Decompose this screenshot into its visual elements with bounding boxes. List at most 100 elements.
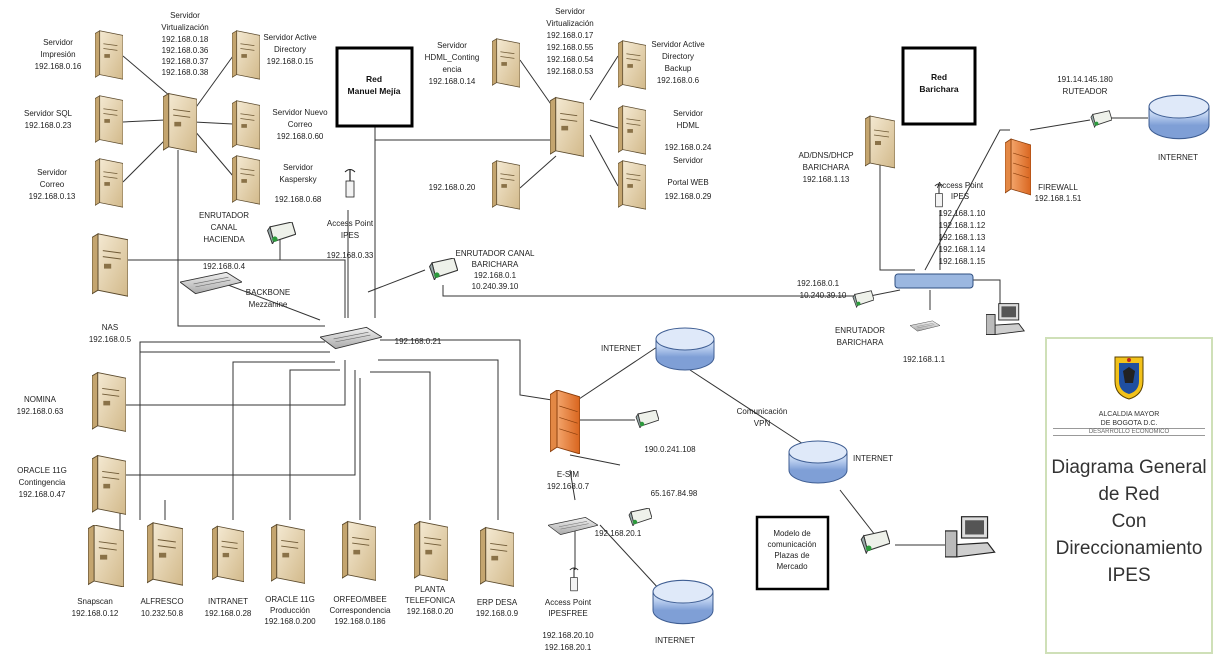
svg-text:Modelo de: Modelo de [773,529,811,538]
svg-text:comunicación: comunicación [768,540,817,549]
access-point-barichara: Access Point IPES 192.168.1.10 192.168.1… [934,181,986,266]
router-low: 65.167.84.98 [628,489,698,526]
svg-text:192.168.0.13: 192.168.0.13 [29,192,76,201]
svg-text:192.168.0.54: 192.168.0.54 [547,55,594,64]
svg-text:Servidor: Servidor [673,156,703,165]
firewall-main: E-SIM 192.168.0.7 [547,390,590,491]
svg-text:IPES: IPES [341,231,359,240]
svg-text:192.168.0.29: 192.168.0.29 [665,192,712,201]
svg-text:Red: Red [931,72,947,82]
svg-text:192.168.20.1: 192.168.20.1 [545,643,592,652]
org-name-line1: ALCALDIA MAYOR [1098,411,1160,418]
router-enrutador-canal-barichara: ENRUTADOR CANAL BARICHARA 192.168.0.1 10… [428,249,535,291]
server-192-168-0-20: 192.168.0.20 [429,160,520,210]
server-nas: NAS 192.168.0.5 [89,233,132,344]
diagram-title-line: Direccionamiento [1055,538,1203,559]
svg-text:INTERNET: INTERNET [853,454,893,463]
svg-text:192.168.0.68: 192.168.0.68 [275,195,322,204]
svg-text:192.168.0.4: 192.168.0.4 [203,262,246,271]
svg-text:192.168.0.7: 192.168.0.7 [547,482,590,491]
svg-text:10.240.39.10: 10.240.39.10 [800,291,847,300]
svg-text:CANAL: CANAL [211,223,238,232]
diagram-title-line: Diagrama General [1051,457,1207,478]
svg-text:Servidor: Servidor [43,38,73,47]
label-comunicacion-vpn: Comunicación VPN [737,407,788,428]
svg-text:INTERNET: INTERNET [601,344,641,353]
svg-text:BARICHARA: BARICHARA [837,338,884,347]
svg-text:Producción: Producción [270,606,310,615]
svg-text:BACKBONE: BACKBONE [246,288,290,297]
box-red-manuel-mejia: Red Manuel Mejía [335,46,414,128]
diagram-title-line: IPES [1107,565,1151,586]
svg-text:ORACLE 11G: ORACLE 11G [265,595,315,604]
router-right-icon [860,530,890,554]
svg-text:INTRANET: INTRANET [208,597,248,606]
svg-text:Comunicación: Comunicación [737,407,788,416]
diagram-title: Diagrama General de Red Con Direccionami… [1047,454,1211,589]
svg-text:192.168.0.28: 192.168.0.28 [205,609,252,618]
svg-text:10.240.39.10: 10.240.39.10 [472,282,519,291]
svg-text:192.168.0.186: 192.168.0.186 [334,617,386,626]
svg-text:192.168.0.55: 192.168.0.55 [547,43,594,52]
svg-text:Snapscan: Snapscan [77,597,113,606]
svg-text:192.168.1.1: 192.168.1.1 [903,355,946,364]
svg-text:ERP DESA: ERP DESA [477,598,518,607]
server-virtualizacion-2: Servidor Virtualización 192.168.0.17 192… [546,7,594,158]
svg-text:192.168.0.12: 192.168.0.12 [72,609,119,618]
svg-text:65.167.84.98: 65.167.84.98 [651,489,698,498]
svg-text:Access Point: Access Point [327,219,374,228]
svg-text:192.168.0.24: 192.168.0.24 [665,143,712,152]
svg-text:AD/DNS/DHCP: AD/DNS/DHCP [798,151,853,160]
svg-text:ORFEO/MBEE: ORFEO/MBEE [333,595,386,604]
svg-text:ORACLE 11G: ORACLE 11G [17,466,67,475]
svg-text:Red: Red [366,74,382,84]
svg-text:192.168.1.12: 192.168.1.12 [939,221,986,230]
svg-text:192.168.0.1: 192.168.0.1 [474,271,517,280]
diagram-title-line: Con [1111,511,1147,532]
svg-text:Servidor: Servidor [283,163,313,172]
svg-text:192.168.0.16: 192.168.0.16 [35,62,82,71]
server-kaspersky: Servidor Kaspersky 192.168.0.68 [232,155,322,205]
svg-text:192.168.0.53: 192.168.0.53 [547,67,594,76]
svg-text:192.168.0.9: 192.168.0.9 [476,609,519,618]
svg-text:ENRUTADOR: ENRUTADOR [835,326,885,335]
svg-text:BARICHARA: BARICHARA [472,260,519,269]
svg-text:E-SIM: E-SIM [557,470,580,479]
svg-text:192.168.1.51: 192.168.1.51 [1035,194,1082,203]
server-hdml: Servidor HDML 192.168.0.24 [618,105,712,155]
pc-barichara-icon [986,303,1025,336]
svg-text:Servidor: Servidor [555,7,585,16]
svg-text:10.232.50.8: 10.232.50.8 [141,609,184,618]
access-point-ipesfree: Access Point IPESFREE 192.168.20.10 192.… [542,566,594,652]
server-nomina: NOMINA 192.168.0.63 [17,372,126,432]
svg-text:191.14.145.180: 191.14.145.180 [1057,75,1113,84]
svg-text:192.168.0.17: 192.168.0.17 [547,31,594,40]
svg-text:Directory: Directory [662,52,694,61]
svg-text:HACIENDA: HACIENDA [203,235,245,244]
server-portal-web: Servidor Portal WEB 192.168.0.29 [618,156,712,210]
server-correo: Servidor Correo 192.168.0.13 [29,158,123,208]
svg-text:Backup: Backup [665,64,692,73]
server-alfresco: ALFRESCO 10.232.50.8 [140,522,184,618]
svg-text:Servidor: Servidor [437,41,467,50]
svg-text:192.168.20.1: 192.168.20.1 [595,529,642,538]
svg-text:192.168.0.15: 192.168.0.15 [267,57,314,66]
server-active-directory: Servidor Active Directory 192.168.0.15 [232,30,317,80]
svg-text:Plazas de: Plazas de [774,551,810,560]
router-mid: 190.0.241.108 [635,410,696,454]
server-oracle-contingencia: ORACLE 11G Contingencia 192.168.0.47 [17,455,126,515]
svg-text:192.168.0.14: 192.168.0.14 [429,77,476,86]
switch-backbone: 192.168.0.21 [320,326,442,350]
router-top: 191.14.145.180 RUTEADOR [1057,75,1113,128]
svg-text:192.168.0.20: 192.168.0.20 [407,607,454,616]
svg-text:Servidor Nuevo: Servidor Nuevo [272,108,328,117]
svg-text:Directory: Directory [274,45,306,54]
svg-text:192.168.0.200: 192.168.0.200 [264,617,316,626]
svg-text:Manuel Mejía: Manuel Mejía [348,86,401,96]
switch-barichara-2: 192.168.1.1 [903,319,946,364]
svg-text:IPESFREE: IPESFREE [548,609,588,618]
svg-text:HDML: HDML [677,121,700,130]
svg-text:192.168.0.47: 192.168.0.47 [19,490,66,499]
access-point-ipes: Access Point IPES 192.168.0.33 [327,168,374,260]
